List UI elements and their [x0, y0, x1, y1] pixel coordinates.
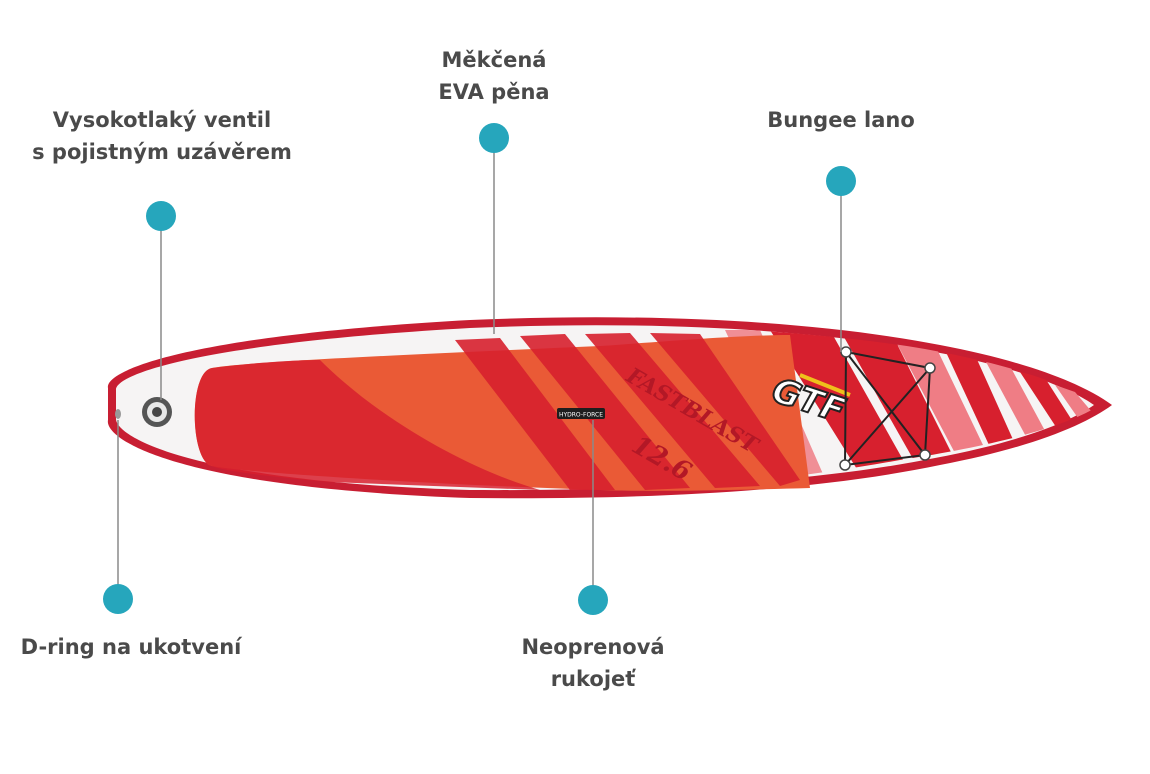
bungee-label: Bungee lano [767, 108, 915, 132]
bungee-callout-dot [826, 166, 856, 196]
valve-callout-dot [146, 201, 176, 231]
eva-foam-label: Měkčená EVA pěna [438, 48, 550, 104]
valve-icon [142, 397, 172, 427]
d-ring-icon [115, 409, 121, 419]
handle-callout-dot [578, 585, 608, 615]
leader-lines [117, 138, 842, 600]
eva-callout-dot [479, 123, 509, 153]
valve-label: Vysokotlaký ventil s pojistným uzávěrem [32, 108, 292, 164]
pad-swoosh [194, 360, 540, 490]
svg-text:HYDRO-FORCE: HYDRO-FORCE [559, 412, 603, 419]
dring-callout-dot [103, 584, 133, 614]
d-ring-label: D-ring na ukotvení [20, 635, 242, 659]
handle-label: Neoprenová rukojeť [521, 635, 665, 691]
handle-icon: HYDRO-FORCE [557, 408, 605, 419]
